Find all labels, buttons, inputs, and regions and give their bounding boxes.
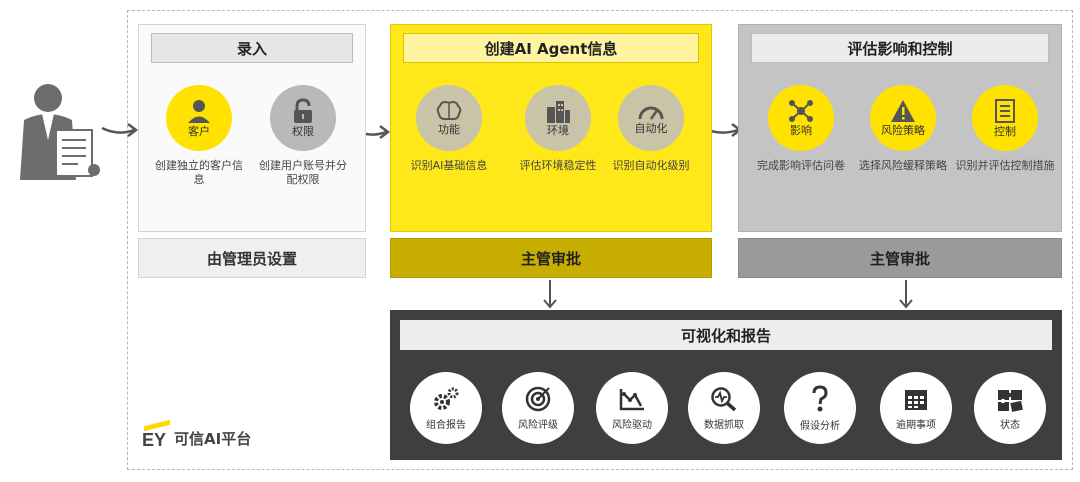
impact-item[interactable]: 影响 完成影响评估问卷 — [753, 85, 849, 173]
entry-section-title: 录入 — [151, 33, 353, 63]
client-item[interactable]: 客户 创建独立的客户信息 — [151, 85, 247, 187]
arrow-down-2 — [899, 280, 913, 309]
magnifier-icon — [711, 386, 737, 411]
risk-strategy-item[interactable]: 风险策略 选择风险缓释策略 — [853, 85, 953, 173]
calendar-icon — [905, 389, 927, 410]
control-item[interactable]: 控制 识别并评估控制措施 — [953, 85, 1057, 173]
automation-item[interactable]: 自动化 识别自动化级别 — [603, 85, 699, 173]
brain-icon — [436, 101, 462, 121]
overdue-items-label: 逾期事项 — [896, 419, 936, 431]
control-desc: 识别并评估控制措施 — [955, 159, 1055, 172]
client-label: 客户 — [188, 125, 210, 138]
checklist-icon — [995, 99, 1015, 123]
what-if-analysis-item[interactable]: 假设分析 — [784, 372, 856, 444]
environment-item[interactable]: 环境 评估环境稳定性 — [503, 85, 613, 173]
data-capture-item[interactable]: 数据抓取 — [688, 372, 760, 444]
user-with-document-icon — [20, 84, 100, 180]
impact-label: 影响 — [790, 124, 812, 137]
entry-section: 录入 客户 创建独立的客户信息 权限 创建用户账号并分配权限 — [138, 24, 366, 232]
overdue-items-item[interactable]: 逾期事项 — [880, 372, 952, 444]
client-desc: 创建独立的客户信息 — [155, 159, 243, 186]
environment-desc: 评估环境稳定性 — [519, 159, 597, 172]
risk-driver-label: 风险驱动 — [612, 419, 652, 431]
environment-label: 环境 — [547, 124, 569, 137]
impact-control-section-title: 评估影响和控制 — [751, 33, 1049, 63]
person-icon — [188, 100, 210, 123]
question-icon — [812, 384, 828, 411]
permission-label: 权限 — [292, 125, 314, 138]
gauge-icon — [638, 106, 664, 120]
permission-desc: 创建用户账号并分配权限 — [259, 159, 347, 186]
risk-rating-item[interactable]: 风险评级 — [502, 372, 574, 444]
admin-setup-bar: 由管理员设置 — [138, 238, 366, 278]
risk-strategy-desc: 选择风险缓释策略 — [859, 159, 947, 172]
impact-control-section: 评估影响和控制 影响 完成影响评估问卷 风险策略 选择风险缓释策略 控制 识别并… — [738, 24, 1062, 232]
automation-desc: 识别自动化级别 — [612, 159, 690, 172]
supervisor-approval-bar-1: 主管审批 — [390, 238, 712, 278]
line-chart-icon — [619, 388, 644, 410]
status-item[interactable]: 状态 — [974, 372, 1046, 444]
report-section-title: 可视化和报告 — [400, 320, 1052, 350]
brand: EY 可信AI平台 — [142, 419, 252, 449]
impact-desc: 完成影响评估问卷 — [757, 159, 845, 172]
status-label: 状态 — [1000, 419, 1020, 431]
data-capture-label: 数据抓取 — [704, 419, 744, 431]
lock-icon — [294, 98, 312, 123]
target-icon — [525, 386, 551, 411]
automation-label: 自动化 — [634, 122, 668, 135]
puzzle-icon — [998, 389, 1023, 412]
platform-frame — [127, 10, 1073, 470]
visualization-report-section: 可视化和报告 组合报告 风险评级 风险驱动 数据抓取 假设分析 逾期事项 状态 — [390, 310, 1062, 460]
arrow-right-1 — [101, 123, 139, 137]
portfolio-report-label: 组合报告 — [426, 419, 466, 431]
arrow-down-1 — [543, 280, 557, 309]
network-icon — [789, 100, 813, 122]
risk-rating-label: 风险评级 — [518, 419, 558, 431]
gears-icon — [434, 387, 459, 410]
permission-item[interactable]: 权限 创建用户账号并分配权限 — [255, 85, 351, 187]
warning-icon — [891, 100, 915, 122]
ai-agent-section-title: 创建AI Agent信息 — [403, 33, 699, 63]
control-label: 控制 — [994, 125, 1016, 138]
function-item[interactable]: 功能 识别AI基础信息 — [401, 85, 497, 173]
portfolio-report-item[interactable]: 组合报告 — [410, 372, 482, 444]
what-if-analysis-label: 假设分析 — [800, 420, 840, 432]
risk-strategy-label: 风险策略 — [881, 124, 925, 137]
function-desc: 识别AI基础信息 — [410, 159, 488, 172]
risk-driver-item[interactable]: 风险驱动 — [596, 372, 668, 444]
buildings-icon — [547, 101, 570, 123]
ey-logo: EY — [142, 419, 170, 449]
platform-name: 可信AI平台 — [174, 430, 252, 448]
ai-agent-section: 创建AI Agent信息 功能 识别AI基础信息 环境 评估环境稳定性 自动化 … — [390, 24, 712, 232]
function-label: 功能 — [438, 123, 460, 136]
supervisor-approval-bar-2: 主管审批 — [738, 238, 1062, 278]
